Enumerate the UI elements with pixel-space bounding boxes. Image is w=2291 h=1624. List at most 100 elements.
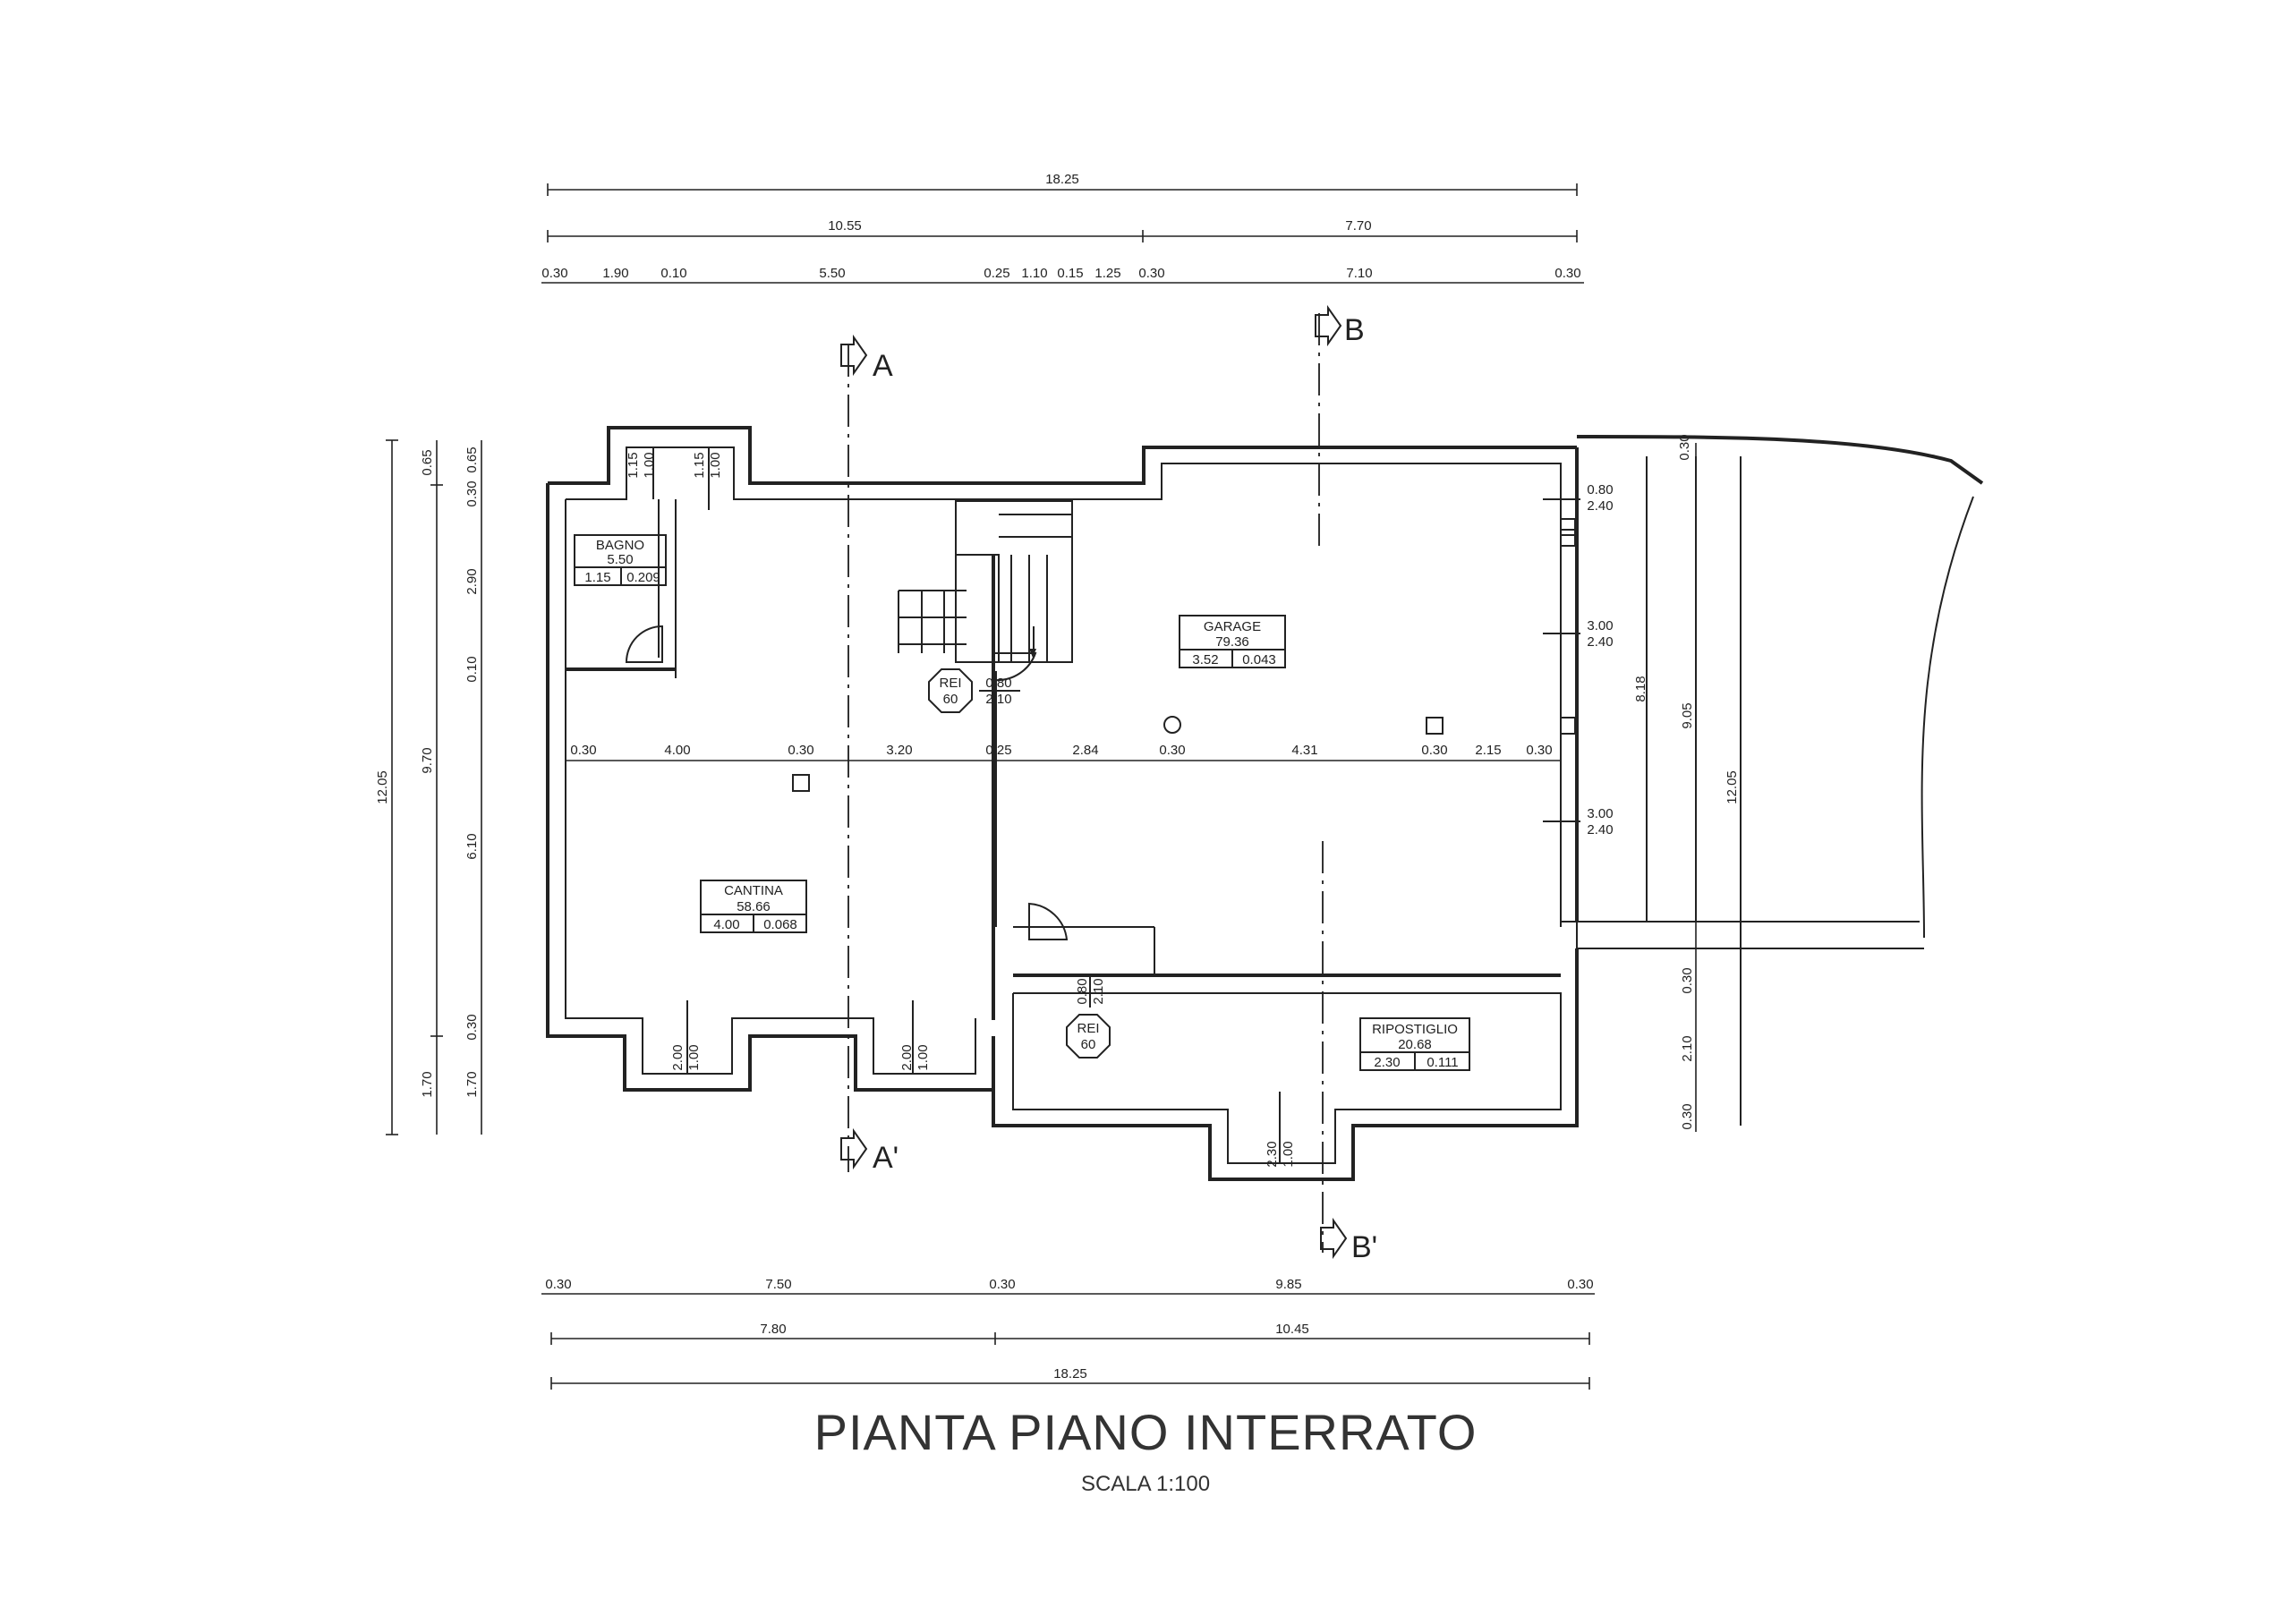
room-ripostiglio: RIPOSTIGLIO 20.68 2.30 0.111	[1359, 1017, 1470, 1071]
window-width: 2.00	[899, 1044, 915, 1070]
section-a-line: A A'	[840, 334, 899, 1175]
left-dimensions: 12.05 0.65 9.70 1.70 0.30 0.65 2.90 0.10…	[375, 439, 482, 1135]
window-bottom-a: 2.00 1.00	[670, 1000, 702, 1074]
room-name-cantina: CANTINA	[724, 883, 783, 898]
drawing-title: PIANTA PIANO INTERRATO	[813, 1404, 1478, 1460]
section-label-b: B	[1344, 313, 1365, 347]
window-height: 1.00	[642, 452, 657, 478]
dim-left3-1: 0.65	[464, 446, 480, 472]
dim-left3-3: 0.10	[464, 656, 480, 682]
rei-label: REI	[939, 676, 961, 691]
top-dimensions: 18.25 10.55 7.70 0.30 1.90 0.10 5.50 0.2…	[541, 172, 1584, 284]
fire-door-1: REI 60 0.80 2.10	[928, 668, 1020, 713]
dim-top-3: 5.50	[819, 266, 845, 281]
window-height: 1.00	[1281, 1141, 1296, 1167]
right-dimensions: 0.30 8.18 9.05 12.05 0.30 2.10 0.30	[1633, 434, 1740, 1132]
section-b-line: B B'	[1315, 304, 1377, 1264]
section-arrow-a-prime	[840, 1127, 868, 1170]
bottom-dimensions: 0.30 7.50 0.30 9.85 0.30 7.80 10.45 18.2…	[541, 1277, 1595, 1390]
dim-bottom-4: 0.30	[1567, 1277, 1593, 1292]
dim-top-4: 0.25	[984, 266, 1009, 281]
room-ratio-right-ripostiglio: 0.111	[1427, 1055, 1458, 1070]
window-width: 2.00	[670, 1044, 686, 1070]
dim-top-0: 0.30	[541, 266, 567, 281]
opening-width: 0.80	[1587, 482, 1613, 497]
dim-right-4: 0.30	[1680, 967, 1695, 993]
dim-right-3: 12.05	[1725, 770, 1740, 804]
rei-value: 60	[943, 692, 958, 707]
dim-mid-9: 2.15	[1475, 743, 1501, 758]
pillars	[792, 518, 1576, 792]
dim-left3-0: 0.30	[464, 480, 480, 506]
dim-bottom-right: 10.45	[1275, 1322, 1309, 1337]
door-width: 0.80	[1075, 978, 1090, 1004]
rei-octagon	[928, 668, 973, 713]
room-ratio-right-bagno: 0.209	[626, 570, 660, 585]
dim-bottom-left: 7.80	[760, 1322, 786, 1337]
window-top-b: 1.15 1.00	[692, 447, 723, 510]
dim-bottom-2: 0.30	[989, 1277, 1015, 1292]
room-garage: GARAGE 79.36 3.52 0.043	[1179, 615, 1286, 668]
room-area-bagno: 5.50	[607, 552, 633, 567]
room-ratio-left-ripostiglio: 2.30	[1374, 1055, 1400, 1070]
pillar	[792, 774, 810, 792]
door-height: 2.10	[1091, 978, 1106, 1004]
rei-label: REI	[1077, 1021, 1099, 1036]
dim-right-2: 9.05	[1680, 702, 1695, 728]
dim-bottom-3: 9.85	[1275, 1277, 1301, 1292]
dim-mid-2: 0.30	[788, 743, 813, 758]
room-name-bagno: BAGNO	[596, 538, 644, 553]
dim-mid-6: 0.30	[1159, 743, 1185, 758]
window-width: 1.15	[626, 452, 641, 478]
dim-top-5: 1.10	[1021, 266, 1047, 281]
room-cantina: CANTINA 58.66 4.00 0.068	[700, 880, 807, 933]
dim-right-5: 2.10	[1680, 1035, 1695, 1061]
dim-mid-0: 0.30	[570, 743, 596, 758]
dim-left3-5: 0.30	[464, 1014, 480, 1040]
room-ratio-left-garage: 3.52	[1192, 652, 1218, 667]
opening-height: 2.40	[1587, 498, 1613, 514]
dim-top-10: 0.30	[1554, 266, 1580, 281]
room-ratio-left-bagno: 1.15	[584, 570, 610, 585]
dim-top-1: 1.90	[602, 266, 628, 281]
section-label-a-prime: A'	[873, 1141, 899, 1175]
dim-bottom-total: 18.25	[1053, 1366, 1087, 1382]
dim-left2-2: 1.70	[420, 1071, 435, 1097]
dim-top-9: 7.10	[1346, 266, 1372, 281]
dim-mid-8: 0.30	[1421, 743, 1447, 758]
dim-top-6: 0.15	[1057, 266, 1083, 281]
window-width: 1.15	[692, 452, 707, 478]
dim-left3-6: 1.70	[464, 1071, 480, 1097]
window-top-a: 1.15 1.00	[626, 447, 657, 499]
section-label-b-prime: B'	[1351, 1230, 1377, 1264]
pillar	[1560, 529, 1576, 547]
dim-mid-10: 0.30	[1526, 743, 1552, 758]
dim-top-2: 0.10	[660, 266, 686, 281]
dim-mid-3: 3.20	[886, 743, 912, 758]
middle-dimensions: 0.30 4.00 0.30 3.20 0.25 2.84 0.30 4.31 …	[566, 743, 1561, 761]
column-round	[1163, 716, 1181, 734]
window-width: 2.30	[1265, 1141, 1280, 1167]
dim-left2-0: 0.65	[420, 449, 435, 475]
walls	[546, 426, 1984, 1181]
dim-mid-7: 4.31	[1291, 743, 1317, 758]
dim-top-8: 0.30	[1138, 266, 1164, 281]
section-arrow-b	[1315, 304, 1342, 347]
rei-octagon	[1066, 1014, 1111, 1059]
opening-height: 2.40	[1587, 634, 1613, 650]
dim-mid-1: 4.00	[664, 743, 690, 758]
garage-openings: 0.80 2.40 3.00 2.40 3.00 2.40	[1543, 482, 1614, 838]
opening-width: 3.00	[1587, 806, 1613, 821]
fire-door-2: REI 60 0.80 2.10	[1066, 977, 1111, 1059]
window-height: 1.00	[686, 1044, 702, 1070]
opening-height: 2.40	[1587, 822, 1613, 838]
window-bottom-b: 2.00 1.00	[899, 1000, 931, 1074]
dim-top-left: 10.55	[828, 218, 862, 234]
pillar	[1560, 717, 1576, 735]
rei-value: 60	[1081, 1037, 1096, 1052]
dim-mid-5: 2.84	[1072, 743, 1098, 758]
section-arrow-a	[840, 334, 868, 377]
opening-width: 3.00	[1587, 618, 1613, 633]
room-ratio-right-cantina: 0.068	[763, 917, 797, 932]
